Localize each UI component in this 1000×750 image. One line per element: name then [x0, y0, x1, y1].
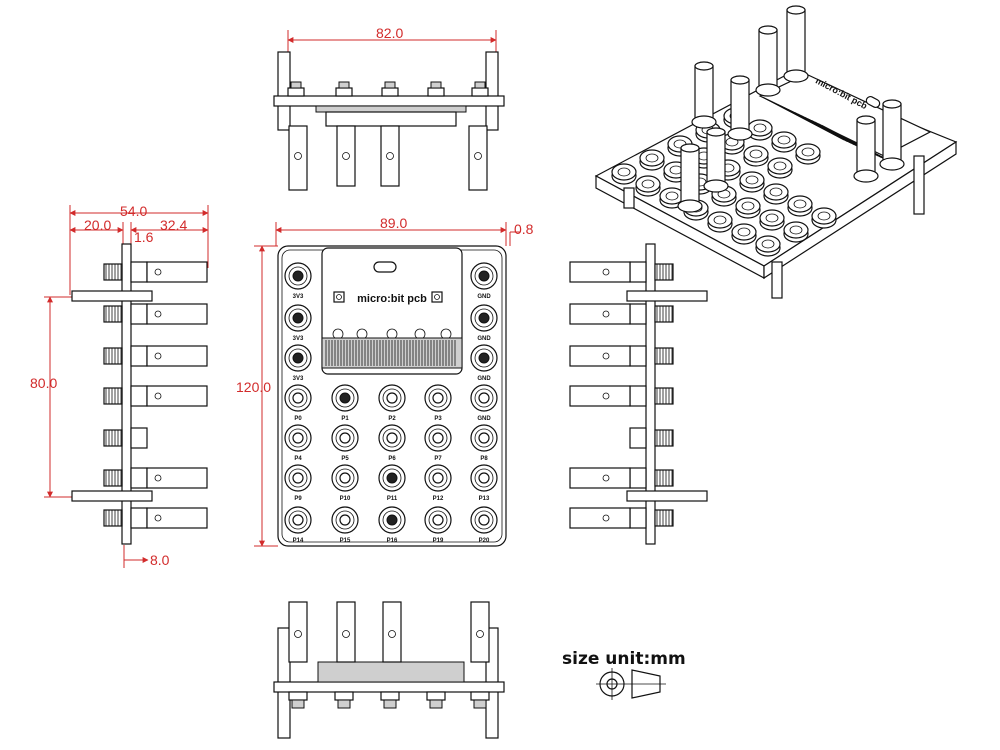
connector-jack: P3 [424, 384, 452, 422]
connector-jack: P2 [378, 384, 406, 422]
connector-jack: P16 [378, 506, 406, 544]
connector-label: 3V3 [293, 336, 304, 342]
connector-jack: P13 [470, 464, 498, 502]
connector-jack: P15 [331, 506, 359, 544]
top-view: 82.0 [273, 25, 505, 191]
connector-label: P8 [480, 456, 488, 462]
connector-label: P20 [479, 538, 490, 544]
isometric-view: micro:bit pcb [594, 5, 958, 299]
top-view-posts [288, 125, 488, 191]
connector-jack: P0 [284, 384, 312, 422]
connector-label: GND [477, 416, 491, 422]
connector-jack: GND [470, 344, 498, 382]
legend: size unit:mm [562, 649, 686, 700]
connector-label: P14 [293, 538, 304, 544]
connector-jack: P10 [331, 464, 359, 502]
dim-side-board: 1.6 [134, 229, 154, 245]
connector-label: P6 [388, 456, 396, 462]
connector-jack: 3V3 [284, 344, 312, 382]
connector-jack: P5 [331, 424, 359, 462]
connector-label: P9 [294, 496, 302, 502]
connector-jack: P9 [284, 464, 312, 502]
connector-jack: GND [470, 262, 498, 300]
dim-side-total: 54.0 [120, 203, 147, 219]
right-side-connectors [569, 261, 674, 529]
bottom-view-nuts [288, 691, 490, 709]
connector-label: P16 [387, 538, 398, 544]
connector-label: P3 [434, 416, 442, 422]
right-side-view [569, 243, 708, 545]
left-side-view: 54.0 20.0 32.4 1.6 80.0 8.0 [30, 203, 209, 568]
connector-label: 3V3 [293, 376, 304, 382]
dim-side-left: 20.0 [84, 217, 111, 233]
left-side-connectors [103, 261, 208, 529]
connector-jack: P1 [331, 384, 359, 422]
connector-label: P5 [341, 456, 349, 462]
size-unit-text: size unit:mm [562, 649, 686, 669]
connector-jack: P6 [378, 424, 406, 462]
connector-label: 3V3 [293, 294, 304, 300]
dim-side-right: 32.4 [160, 217, 187, 233]
connector-jack: P14 [284, 506, 312, 544]
dim-side-bottom: 8.0 [150, 552, 170, 568]
connector-label: P0 [294, 416, 302, 422]
connector-label: P1 [341, 416, 349, 422]
connector-label: GND [477, 376, 491, 382]
connector-label: P19 [433, 538, 444, 544]
dim-top-width: 82.0 [376, 25, 403, 41]
connector-jack: P20 [470, 506, 498, 544]
connector-label: GND [477, 294, 491, 300]
dim-side-pitch: 80.0 [30, 375, 57, 391]
connector-jack: P7 [424, 424, 452, 462]
bottom-view-posts [288, 601, 490, 663]
connector-jack: GND [470, 304, 498, 342]
edge-connector [325, 340, 456, 366]
connector-jack: P4 [284, 424, 312, 462]
connector-label: P12 [433, 496, 444, 502]
dim-front-height: 120.0 [236, 379, 271, 395]
bottom-view [273, 601, 505, 739]
iso-posts [677, 5, 905, 213]
connector-label: P13 [479, 496, 490, 502]
top-view-nuts [287, 81, 489, 97]
connector-jack: P12 [424, 464, 452, 502]
connector-label: P11 [387, 496, 398, 502]
connector-label: P15 [340, 538, 351, 544]
connector-jack: 3V3 [284, 262, 312, 300]
board-title: micro:bit pcb [357, 293, 427, 305]
connector-label: GND [477, 336, 491, 342]
connector-jack: P19 [424, 506, 452, 544]
projection-symbol [631, 669, 661, 699]
connector-jack: 3V3 [284, 304, 312, 342]
connector-label: P7 [434, 456, 442, 462]
connector-label: P4 [294, 456, 302, 462]
connector-label: P2 [388, 416, 396, 422]
dim-front-offset: 0.8 [514, 221, 534, 237]
dim-front-width: 89.0 [380, 215, 407, 231]
microbit-pads [332, 328, 452, 340]
connector-jack: GND [470, 384, 498, 422]
connector-jack: P11 [378, 464, 406, 502]
connector-label: P10 [340, 496, 351, 502]
connector-jack: P8 [470, 424, 498, 462]
